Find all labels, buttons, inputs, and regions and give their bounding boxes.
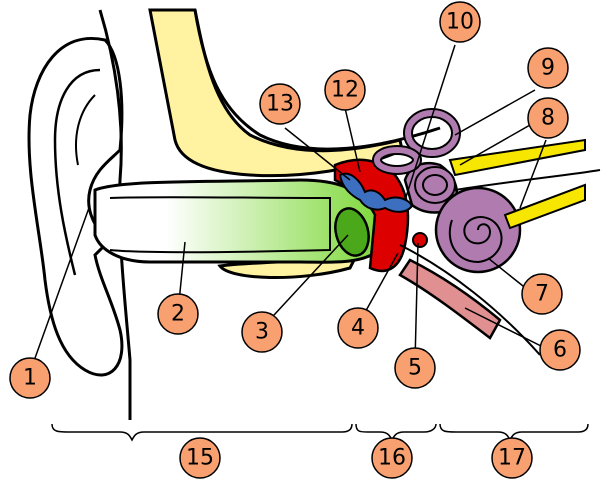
callout-10: 10 <box>439 1 481 43</box>
leader-line-5 <box>414 242 419 363</box>
skull-outline <box>193 9 441 151</box>
callout-label-16: 16 <box>378 446 406 471</box>
callout-label-8: 8 <box>541 106 555 131</box>
callout-2: 2 <box>157 293 199 335</box>
callout-4: 4 <box>337 307 379 349</box>
callout-9: 9 <box>527 47 569 89</box>
callout-6: 6 <box>539 329 581 371</box>
callout-16: 16 <box>371 437 413 479</box>
callout-label-3: 3 <box>255 320 269 345</box>
leader-line-8 <box>519 139 547 209</box>
callout-15: 15 <box>179 437 221 479</box>
callout-label-10: 10 <box>446 10 474 35</box>
callout-label-5: 5 <box>408 356 422 381</box>
callout-12: 12 <box>324 69 366 111</box>
callout-1: 1 <box>9 357 51 399</box>
semicircular-canal-posterior-fill <box>374 147 420 173</box>
leader-line-3 <box>261 234 349 329</box>
eustachian-tube <box>398 258 502 340</box>
leader-line-9 <box>454 89 536 136</box>
nerve-outline <box>454 169 601 191</box>
semicircular-canal-lateral-fill <box>416 168 454 202</box>
auricle-helix <box>74 94 96 166</box>
leader-line-12 <box>344 107 361 173</box>
brace-16 <box>355 423 437 442</box>
callout-8: 8 <box>527 97 569 139</box>
leader-line-6 <box>464 307 546 349</box>
callout-label-9: 9 <box>541 56 555 81</box>
leader-line-1 <box>29 204 91 373</box>
leader-line-10 <box>404 44 456 201</box>
callout-17: 17 <box>491 437 533 479</box>
callout-label-1: 1 <box>23 366 37 391</box>
callout-label-4: 4 <box>351 316 365 341</box>
leader-lines <box>29 44 547 373</box>
leader-line-7 <box>487 257 529 291</box>
callout-label-15: 15 <box>186 446 214 471</box>
leader-line-13 <box>284 127 351 181</box>
round-window <box>412 232 428 248</box>
callout-5: 5 <box>394 347 436 389</box>
vestibular-nerve <box>448 138 586 177</box>
callout-label-13: 13 <box>266 92 294 117</box>
eardrum <box>334 207 370 257</box>
callout-label-2: 2 <box>171 302 185 327</box>
ear-canal-inner <box>109 196 331 254</box>
callout-label-17: 17 <box>498 446 526 471</box>
cochlear-nerve <box>503 183 586 230</box>
callout-label-12: 12 <box>331 78 359 103</box>
semicircular-canal-superior-fill <box>405 110 459 156</box>
head-outline <box>98 9 132 420</box>
callouts: 1 2 3 4 5 6 7 8 <box>9 1 581 479</box>
callout-label-7: 7 <box>535 282 549 307</box>
callout-3: 3 <box>241 311 283 353</box>
callout-label-6: 6 <box>553 338 567 363</box>
leader-line-8b <box>459 124 531 166</box>
cochlea-spiral <box>448 216 503 264</box>
callout-13: 13 <box>259 83 301 125</box>
auricle-inner-fold <box>53 68 101 276</box>
auricle <box>27 37 124 377</box>
brace-15 <box>51 423 353 442</box>
callout-7: 7 <box>521 273 563 315</box>
